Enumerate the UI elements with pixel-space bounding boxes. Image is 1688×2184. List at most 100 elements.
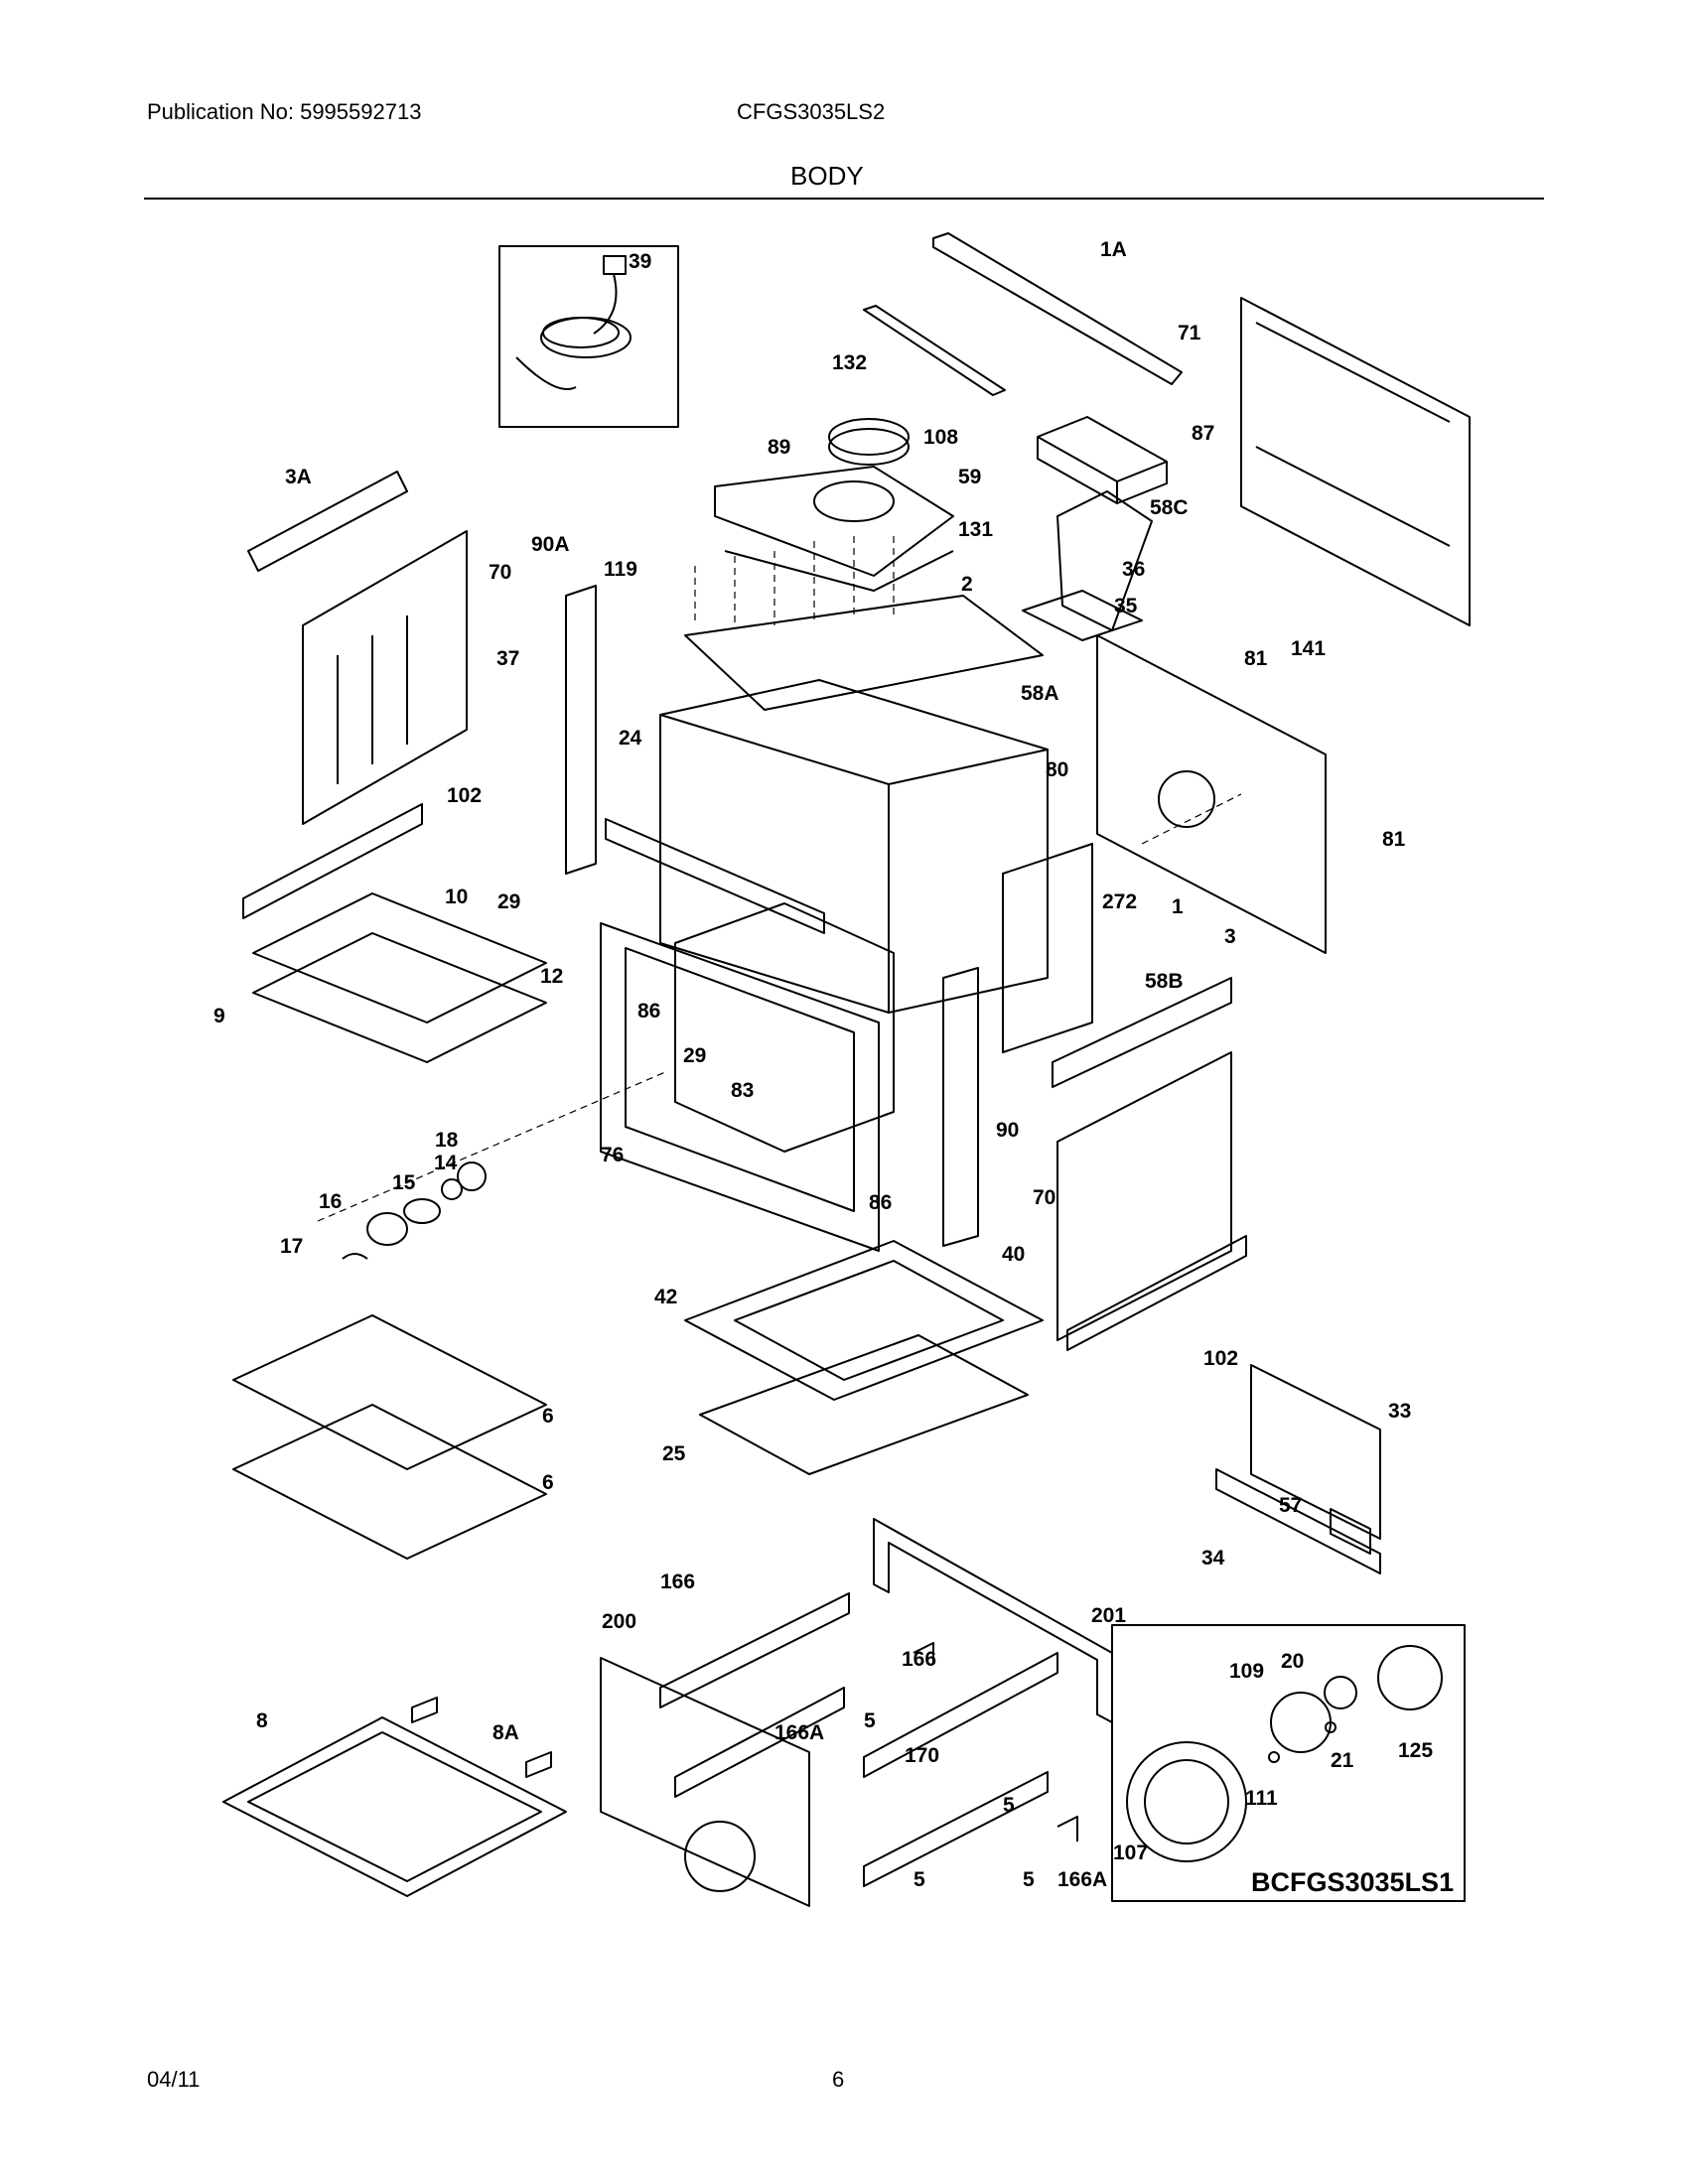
panel-33 xyxy=(1250,1364,1381,1540)
callout-5: 5 xyxy=(1023,1868,1035,1891)
callout-90A: 90A xyxy=(531,533,570,556)
inset-code: BCFGS3035LS1 xyxy=(1251,1867,1454,1897)
callout-59: 59 xyxy=(958,466,981,488)
motor-125 xyxy=(1377,1645,1443,1710)
broil-pan-9 xyxy=(252,932,547,1063)
callout-166A: 166A xyxy=(774,1721,824,1744)
callout-5: 5 xyxy=(914,1868,925,1891)
insulation-58b xyxy=(1002,843,1093,1053)
callout-16: 16 xyxy=(319,1190,342,1213)
callout-87: 87 xyxy=(1192,422,1214,445)
callout-141: 141 xyxy=(1291,637,1326,660)
bracket-8a xyxy=(411,1697,552,1778)
fan-108 xyxy=(828,418,910,456)
callout-89: 89 xyxy=(768,436,790,459)
callout-125: 125 xyxy=(1398,1739,1433,1762)
rack-6-lower xyxy=(232,1404,547,1560)
callout-131: 131 xyxy=(958,518,993,541)
callout-12: 12 xyxy=(540,965,563,988)
callout-166: 166 xyxy=(660,1570,695,1593)
callout-3A: 3A xyxy=(285,466,312,488)
fan-inset-box xyxy=(1111,1624,1466,1902)
insulation-58a xyxy=(659,679,1049,1014)
callout-109: 109 xyxy=(1229,1660,1264,1683)
rack-6-upper xyxy=(232,1314,547,1470)
callout-201: 201 xyxy=(1091,1604,1126,1627)
callout-36: 36 xyxy=(1122,558,1145,581)
callout-170: 170 xyxy=(905,1744,939,1767)
washer-20 xyxy=(1324,1676,1357,1709)
liner-83 xyxy=(674,902,895,1153)
top-brace-1a xyxy=(932,232,1183,385)
rear-panel-1 xyxy=(1096,634,1327,954)
callout-9: 9 xyxy=(213,1005,225,1027)
lamp-16 xyxy=(366,1212,408,1246)
leveler-zoom xyxy=(684,1821,756,1892)
callout-1A: 1A xyxy=(1100,238,1127,261)
cord-inset-box xyxy=(498,245,679,428)
bracket-34 xyxy=(1215,1468,1381,1574)
rail-166-upper xyxy=(659,1592,850,1708)
bottom-tray-40 xyxy=(734,1260,1004,1381)
side-brace-3 xyxy=(1052,977,1232,1088)
flue-59 xyxy=(714,466,954,577)
panel-90 xyxy=(942,967,979,1247)
callout-81: 81 xyxy=(1382,828,1406,851)
side-brace-3a xyxy=(247,471,408,572)
lamp-14 xyxy=(441,1178,463,1200)
bracket-57 xyxy=(1330,1508,1371,1555)
callout-70: 70 xyxy=(489,561,511,584)
fan-housing-107 xyxy=(1126,1741,1247,1862)
callout-108: 108 xyxy=(923,426,958,449)
rail-166a-left xyxy=(674,1687,845,1798)
callout-6: 6 xyxy=(542,1471,554,1494)
lamp-17 xyxy=(342,1253,368,1260)
callout-29: 29 xyxy=(683,1044,706,1067)
publication-number: Publication No: 5995592713 xyxy=(147,99,422,124)
callout-86: 86 xyxy=(637,1000,660,1023)
callout-58B: 58B xyxy=(1145,970,1184,993)
broil-grid-10 xyxy=(252,892,547,1024)
callout-102: 102 xyxy=(447,784,482,807)
rail-166a-right xyxy=(863,1771,1049,1887)
callout-5: 5 xyxy=(864,1709,876,1732)
nut-21 xyxy=(1325,1721,1336,1733)
pan-8 xyxy=(222,1716,567,1897)
bracket-132 xyxy=(863,305,1006,396)
callout-200: 200 xyxy=(602,1610,636,1633)
callout-37: 37 xyxy=(496,647,519,670)
plate-35 xyxy=(1022,590,1143,641)
section-title: BODY xyxy=(790,161,864,191)
side-panel-70-left xyxy=(302,530,468,825)
callout-8: 8 xyxy=(256,1709,268,1732)
callout-272: 272 xyxy=(1102,890,1137,913)
bracket-170 xyxy=(913,1642,1078,1842)
callout-2: 2 xyxy=(961,573,973,596)
side-panel-70-right xyxy=(1056,1051,1232,1341)
callout-6: 6 xyxy=(542,1405,554,1428)
callout-58A: 58A xyxy=(1021,682,1059,705)
callout-39: 39 xyxy=(629,250,651,273)
callout-81: 81 xyxy=(1244,647,1268,670)
callout-35: 35 xyxy=(1114,595,1138,617)
fan-blade-109 xyxy=(1270,1692,1332,1753)
callout-14: 14 xyxy=(434,1152,458,1174)
rear-panel-71 xyxy=(1240,297,1471,626)
callout-34: 34 xyxy=(1201,1547,1225,1570)
strip-102-left xyxy=(242,803,423,919)
callout-119: 119 xyxy=(604,558,637,581)
callout-111: 111 xyxy=(1245,1787,1278,1810)
callout-166A: 166A xyxy=(1057,1868,1107,1891)
callout-8A: 8A xyxy=(492,1721,519,1744)
lamp-15 xyxy=(403,1198,441,1224)
callout-42: 42 xyxy=(654,1286,677,1308)
panel-90a xyxy=(565,585,597,875)
callout-166: 166 xyxy=(902,1648,936,1671)
callout-10: 10 xyxy=(445,886,468,908)
lamp-18 xyxy=(457,1161,487,1191)
callout-18: 18 xyxy=(435,1129,459,1152)
callout-40: 40 xyxy=(1002,1243,1025,1266)
callout-57: 57 xyxy=(1279,1494,1302,1517)
header-rule xyxy=(144,198,1544,200)
callout-132: 132 xyxy=(832,351,867,374)
